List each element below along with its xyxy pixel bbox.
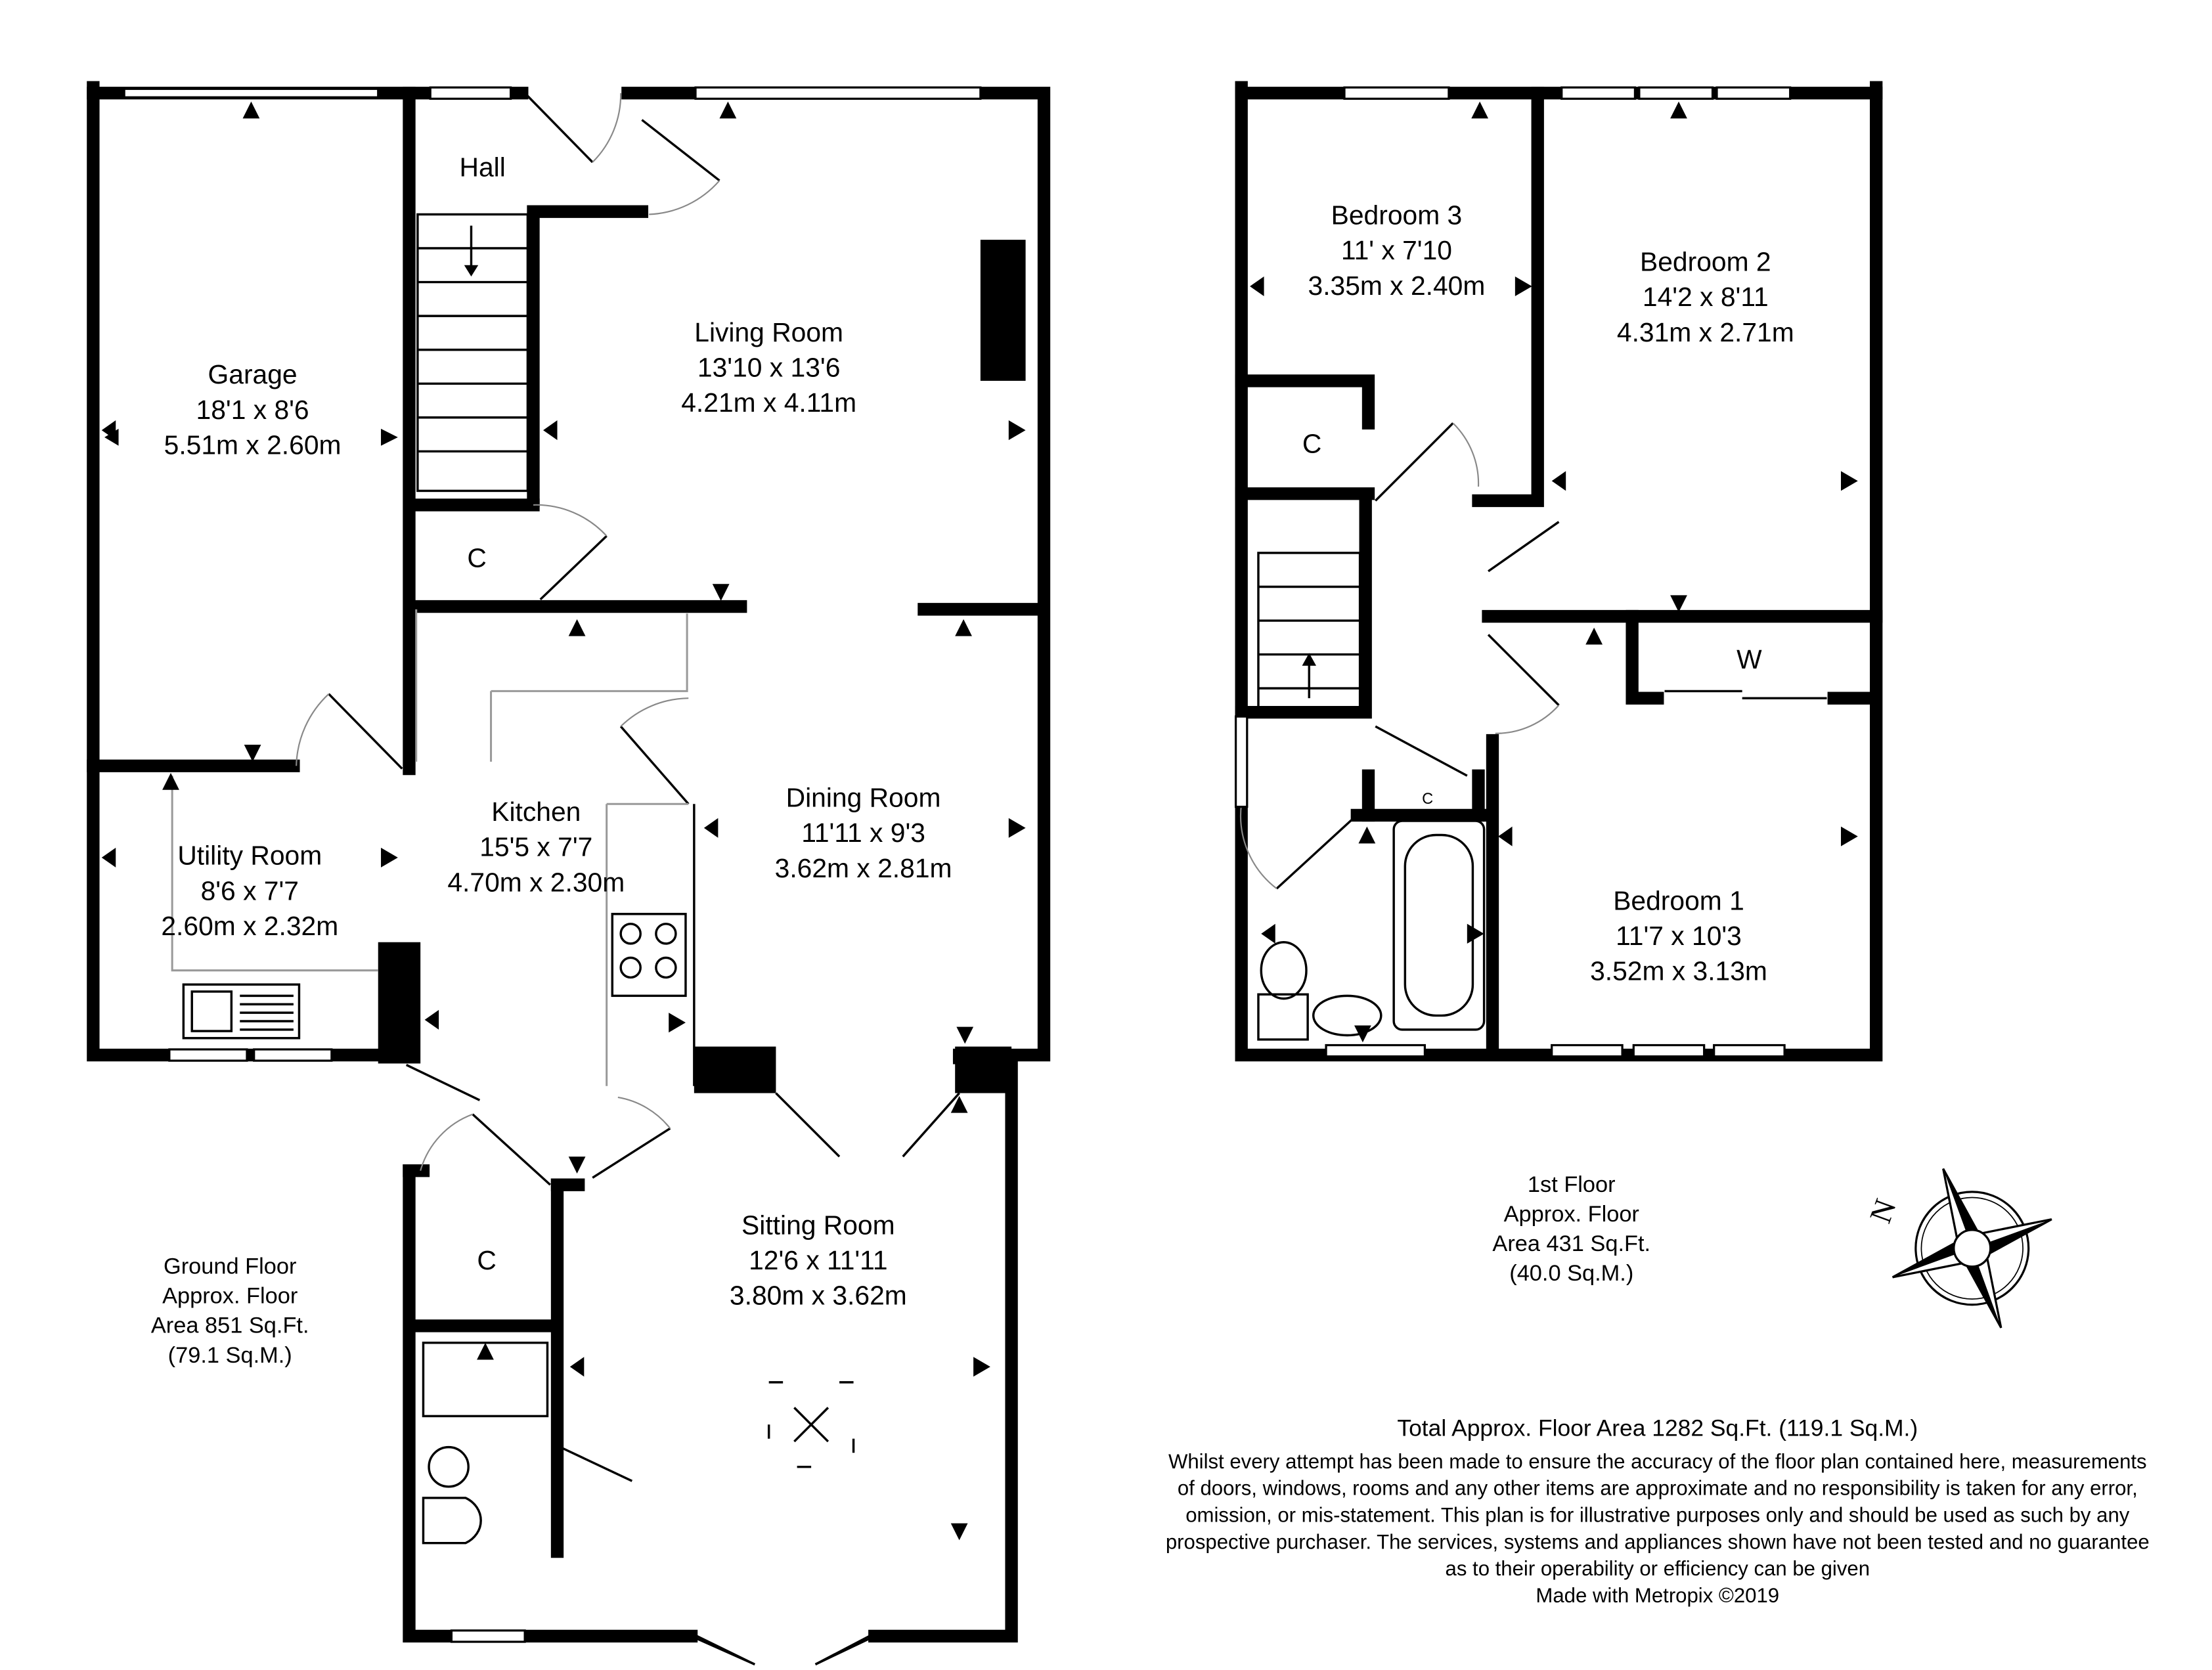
stairs xyxy=(416,213,529,493)
room-size-imperial: 11'7 x 10'3 xyxy=(1616,921,1742,951)
floor-area-sqft: Area 431 Sq.Ft. xyxy=(1492,1231,1650,1256)
room-label-sitting-room: Sitting Room xyxy=(741,1210,895,1240)
room-size-imperial: 18'1 x 8'6 xyxy=(196,395,309,425)
room-size-metric: 4.21m x 4.11m xyxy=(681,387,856,418)
room-label-cupboard: C xyxy=(477,1245,496,1275)
room-label-living-room: Living Room xyxy=(694,317,843,347)
room-label-bedroom-3: Bedroom 3 xyxy=(1331,200,1463,231)
toilet-icon xyxy=(422,1497,482,1545)
dimension-arrows xyxy=(101,101,1858,1541)
toilet-icon xyxy=(1260,941,1308,1000)
basin-icon xyxy=(1312,994,1382,1037)
hob-icon xyxy=(611,913,687,998)
credit: Made with Metropix ©2019 xyxy=(1536,1584,1779,1607)
floor-area-sqm: (40.0 Sq.M.) xyxy=(1509,1261,1633,1286)
first-floor-labels: Bedroom 3 11' x 7'10 3.35m x 2.40m Bedro… xyxy=(1302,200,1794,1286)
disclaimer-line: prospective purchaser. The services, sys… xyxy=(1166,1530,2150,1553)
room-size-metric: 3.52m x 3.13m xyxy=(1590,956,1767,986)
floor-area-sqm: (79.1 Sq.M.) xyxy=(168,1343,292,1368)
bath-icon xyxy=(1392,820,1486,1031)
room-size-imperial: 11' x 7'10 xyxy=(1341,235,1452,265)
first-floor-stairs xyxy=(1257,552,1486,1041)
room-label-utility-room: Utility Room xyxy=(177,841,322,871)
disclaimer-line: omission, or mis-statement. This plan is… xyxy=(1185,1503,2130,1526)
room-label-cupboard: C xyxy=(1422,791,1433,808)
floor-area-title: Ground Floor xyxy=(164,1254,296,1279)
disclaimer-line: of doors, windows, rooms and any other i… xyxy=(1178,1477,2138,1500)
room-size-imperial: 12'6 x 11'11 xyxy=(749,1245,887,1275)
room-size-metric: 2.60m x 2.32m xyxy=(161,911,338,941)
room-size-imperial: 11'11 x 9'3 xyxy=(801,818,925,848)
room-label-wardrobe: W xyxy=(1736,644,1762,674)
doors xyxy=(296,92,720,1482)
room-size-metric: 3.80m x 3.62m xyxy=(730,1281,907,1311)
floor-area-title: 1st Floor xyxy=(1528,1172,1616,1197)
floor-area-label: Approx. Floor xyxy=(1504,1202,1639,1227)
ground-floor-windows xyxy=(123,86,982,1643)
compass-rose-icon: N xyxy=(1863,1168,2052,1329)
room-size-metric: 3.35m x 2.40m xyxy=(1308,271,1486,301)
room-size-metric: 5.51m x 2.60m xyxy=(164,430,342,460)
room-size-metric: 4.31m x 2.71m xyxy=(1617,317,1794,347)
room-size-imperial: 8'6 x 7'7 xyxy=(201,875,299,906)
room-size-imperial: 14'2 x 8'11 xyxy=(1643,282,1769,312)
room-size-imperial: 15'5 x 7'7 xyxy=(479,832,592,862)
ground-floor-labels: Hall Garage 18'1 x 8'6 5.51m x 2.60m Liv… xyxy=(151,152,952,1367)
disclaimer-line: Whilst every attempt has been made to en… xyxy=(1168,1450,2147,1473)
basin-icon xyxy=(428,1445,470,1488)
room-label-cupboard: C xyxy=(467,542,486,573)
disclaimer-line: as to their operability or efficiency ca… xyxy=(1446,1557,1870,1580)
sink-icon xyxy=(182,983,301,1040)
room-size-metric: 3.62m x 2.81m xyxy=(775,853,952,883)
room-label-cupboard: C xyxy=(1302,428,1321,458)
first-floor-walls xyxy=(1235,81,1883,1062)
room-label-bedroom-2: Bedroom 2 xyxy=(1640,246,1771,276)
floor-area-sqft: Area 851 Sq.Ft. xyxy=(151,1313,309,1338)
first-floor-windows xyxy=(1234,86,1792,1058)
room-label-hall: Hall xyxy=(460,152,506,182)
floor-area-label: Approx. Floor xyxy=(162,1284,298,1309)
room-size-metric: 4.70m x 2.30m xyxy=(447,867,625,897)
room-size-imperial: 13'10 x 13'6 xyxy=(697,352,840,382)
room-label-dining-room: Dining Room xyxy=(786,783,941,813)
room-label-bedroom-1: Bedroom 1 xyxy=(1613,885,1744,915)
skylight-icon xyxy=(767,1381,855,1468)
room-label-garage: Garage xyxy=(208,359,298,389)
total-floor-area: Total Approx. Floor Area 1282 Sq.Ft. (11… xyxy=(1397,1415,1918,1441)
room-label-kitchen: Kitchen xyxy=(491,797,581,827)
footer: Total Approx. Floor Area 1282 Sq.Ft. (11… xyxy=(1166,1415,2150,1606)
compass-north-label: N xyxy=(1863,1195,1903,1227)
